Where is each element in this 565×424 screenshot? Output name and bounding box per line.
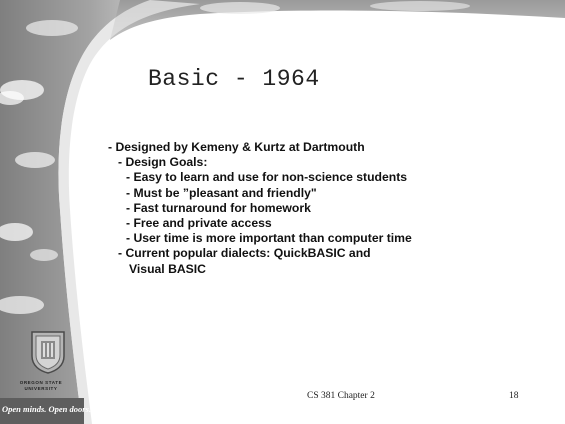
university-tagline: Open minds. Open doors. bbox=[2, 404, 92, 414]
footer-course-label: CS 381 Chapter 2 bbox=[307, 391, 375, 401]
university-name-line2: UNIVERSITY bbox=[24, 386, 58, 391]
bullet-item: - Design Goals: bbox=[118, 155, 208, 170]
bullet-item: - Easy to learn and use for non-science … bbox=[126, 170, 408, 185]
slide-title: Basic - 1964 bbox=[148, 66, 320, 92]
bullet-item: - Free and private access bbox=[126, 216, 272, 231]
bullet-item: - Must be ”pleasant and friendly" bbox=[126, 185, 317, 200]
slide-page-number: 18 bbox=[509, 391, 519, 401]
bullet-list: - Designed by Kemeny & Kurtz at Dartmout… bbox=[108, 140, 548, 277]
bullet-item: - Designed by Kemeny & Kurtz at Dartmout… bbox=[108, 140, 365, 154]
bullet-item: - Fast turnaround for homework bbox=[126, 200, 311, 215]
university-name: OREGON STATE UNIVERSITY bbox=[0, 380, 82, 392]
bullet-item-continuation: Visual BASIC bbox=[129, 261, 206, 276]
university-seal-logo bbox=[31, 331, 65, 374]
university-name-line1: OREGON STATE bbox=[19, 380, 63, 385]
bullet-item: - User time is more important than compu… bbox=[126, 231, 412, 246]
bullet-item: - Current popular dialects: QuickBASIC a… bbox=[118, 246, 371, 261]
